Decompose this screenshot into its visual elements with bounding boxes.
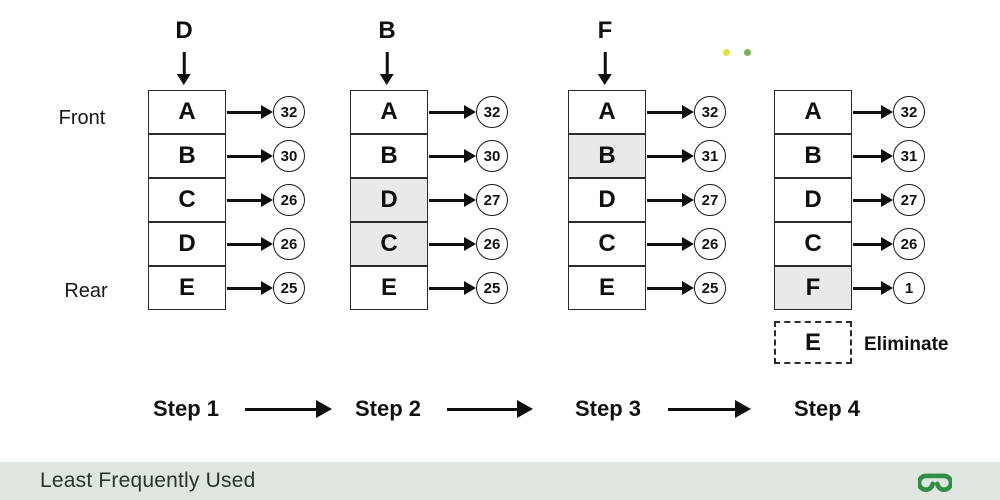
right-arrow-icon <box>227 105 273 118</box>
count-circle: 26 <box>273 228 305 260</box>
queue-cell: D <box>568 178 646 222</box>
queue-cell: C <box>774 222 852 266</box>
step-1-label: Step 1 <box>152 396 220 421</box>
eliminate-label: Eliminate <box>864 334 949 355</box>
right-arrow-icon <box>668 401 751 417</box>
queue-cell: E <box>568 266 646 310</box>
count-circle: 25 <box>476 272 508 304</box>
right-arrow-icon <box>429 193 476 206</box>
footer-title: Least Frequently Used <box>40 469 256 492</box>
count-circle: 26 <box>476 228 508 260</box>
right-arrow-icon <box>227 281 273 294</box>
incoming-key-step-1: D <box>175 17 193 44</box>
down-arrow-icon <box>603 52 607 74</box>
count-circle: 31 <box>694 140 726 172</box>
step-4-label: Step 4 <box>793 396 861 421</box>
count-circle: 30 <box>273 140 305 172</box>
incoming-key-step-3: F <box>597 17 613 44</box>
queue-cell: A <box>568 90 646 134</box>
count-circle: 32 <box>694 96 726 128</box>
right-arrow-icon <box>647 149 694 162</box>
queue-cell: D <box>774 178 852 222</box>
right-arrow-icon <box>429 237 476 250</box>
queue-cell: B <box>774 134 852 178</box>
count-circle: 27 <box>893 184 925 216</box>
queue-cell: C <box>148 178 226 222</box>
geeksforgeeks-logo-icon <box>918 470 952 492</box>
queue-cell: F <box>774 266 852 310</box>
down-arrow-icon <box>182 52 186 74</box>
queue-cell: C <box>350 222 428 266</box>
queue-cell: B <box>148 134 226 178</box>
right-arrow-icon <box>429 105 476 118</box>
count-circle: 25 <box>273 272 305 304</box>
count-circle: 27 <box>694 184 726 216</box>
right-arrow-icon <box>853 149 893 162</box>
right-arrow-icon <box>429 281 476 294</box>
right-arrow-icon <box>227 237 273 250</box>
right-arrow-icon <box>647 105 694 118</box>
decor-dot-green <box>744 49 751 56</box>
right-arrow-icon <box>245 401 332 417</box>
count-circle: 32 <box>893 96 925 128</box>
decor-dot-yellow <box>723 49 730 56</box>
queue-cell: B <box>350 134 428 178</box>
right-arrow-icon <box>853 281 893 294</box>
right-arrow-icon <box>429 149 476 162</box>
right-arrow-icon <box>853 105 893 118</box>
queue-cell: E <box>148 266 226 310</box>
count-circle: 26 <box>273 184 305 216</box>
front-label: Front <box>58 107 106 129</box>
step-2-label: Step 2 <box>354 396 422 421</box>
right-arrow-icon <box>853 193 893 206</box>
eliminated-cell: E <box>774 321 852 364</box>
step-3-label: Step 3 <box>574 396 642 421</box>
count-circle: 30 <box>476 140 508 172</box>
queue-cell: B <box>568 134 646 178</box>
right-arrow-icon <box>447 401 533 417</box>
count-circle: 25 <box>694 272 726 304</box>
right-arrow-icon <box>647 281 694 294</box>
count-circle: 1 <box>893 272 925 304</box>
count-circle: 31 <box>893 140 925 172</box>
count-circle: 32 <box>273 96 305 128</box>
queue-cell: A <box>148 90 226 134</box>
right-arrow-icon <box>647 237 694 250</box>
queue-cell: D <box>350 178 428 222</box>
queue-cell: D <box>148 222 226 266</box>
queue-cell: E <box>350 266 428 310</box>
rear-label: Rear <box>64 280 108 302</box>
queue-cell: A <box>350 90 428 134</box>
down-arrow-icon <box>385 52 389 74</box>
incoming-key-step-2: B <box>378 17 396 44</box>
count-circle: 32 <box>476 96 508 128</box>
right-arrow-icon <box>227 149 273 162</box>
right-arrow-icon <box>227 193 273 206</box>
count-circle: 27 <box>476 184 508 216</box>
queue-cell: C <box>568 222 646 266</box>
footer-bar: Least Frequently Used <box>0 462 1000 500</box>
count-circle: 26 <box>694 228 726 260</box>
count-circle: 26 <box>893 228 925 260</box>
right-arrow-icon <box>853 237 893 250</box>
queue-cell: A <box>774 90 852 134</box>
right-arrow-icon <box>647 193 694 206</box>
